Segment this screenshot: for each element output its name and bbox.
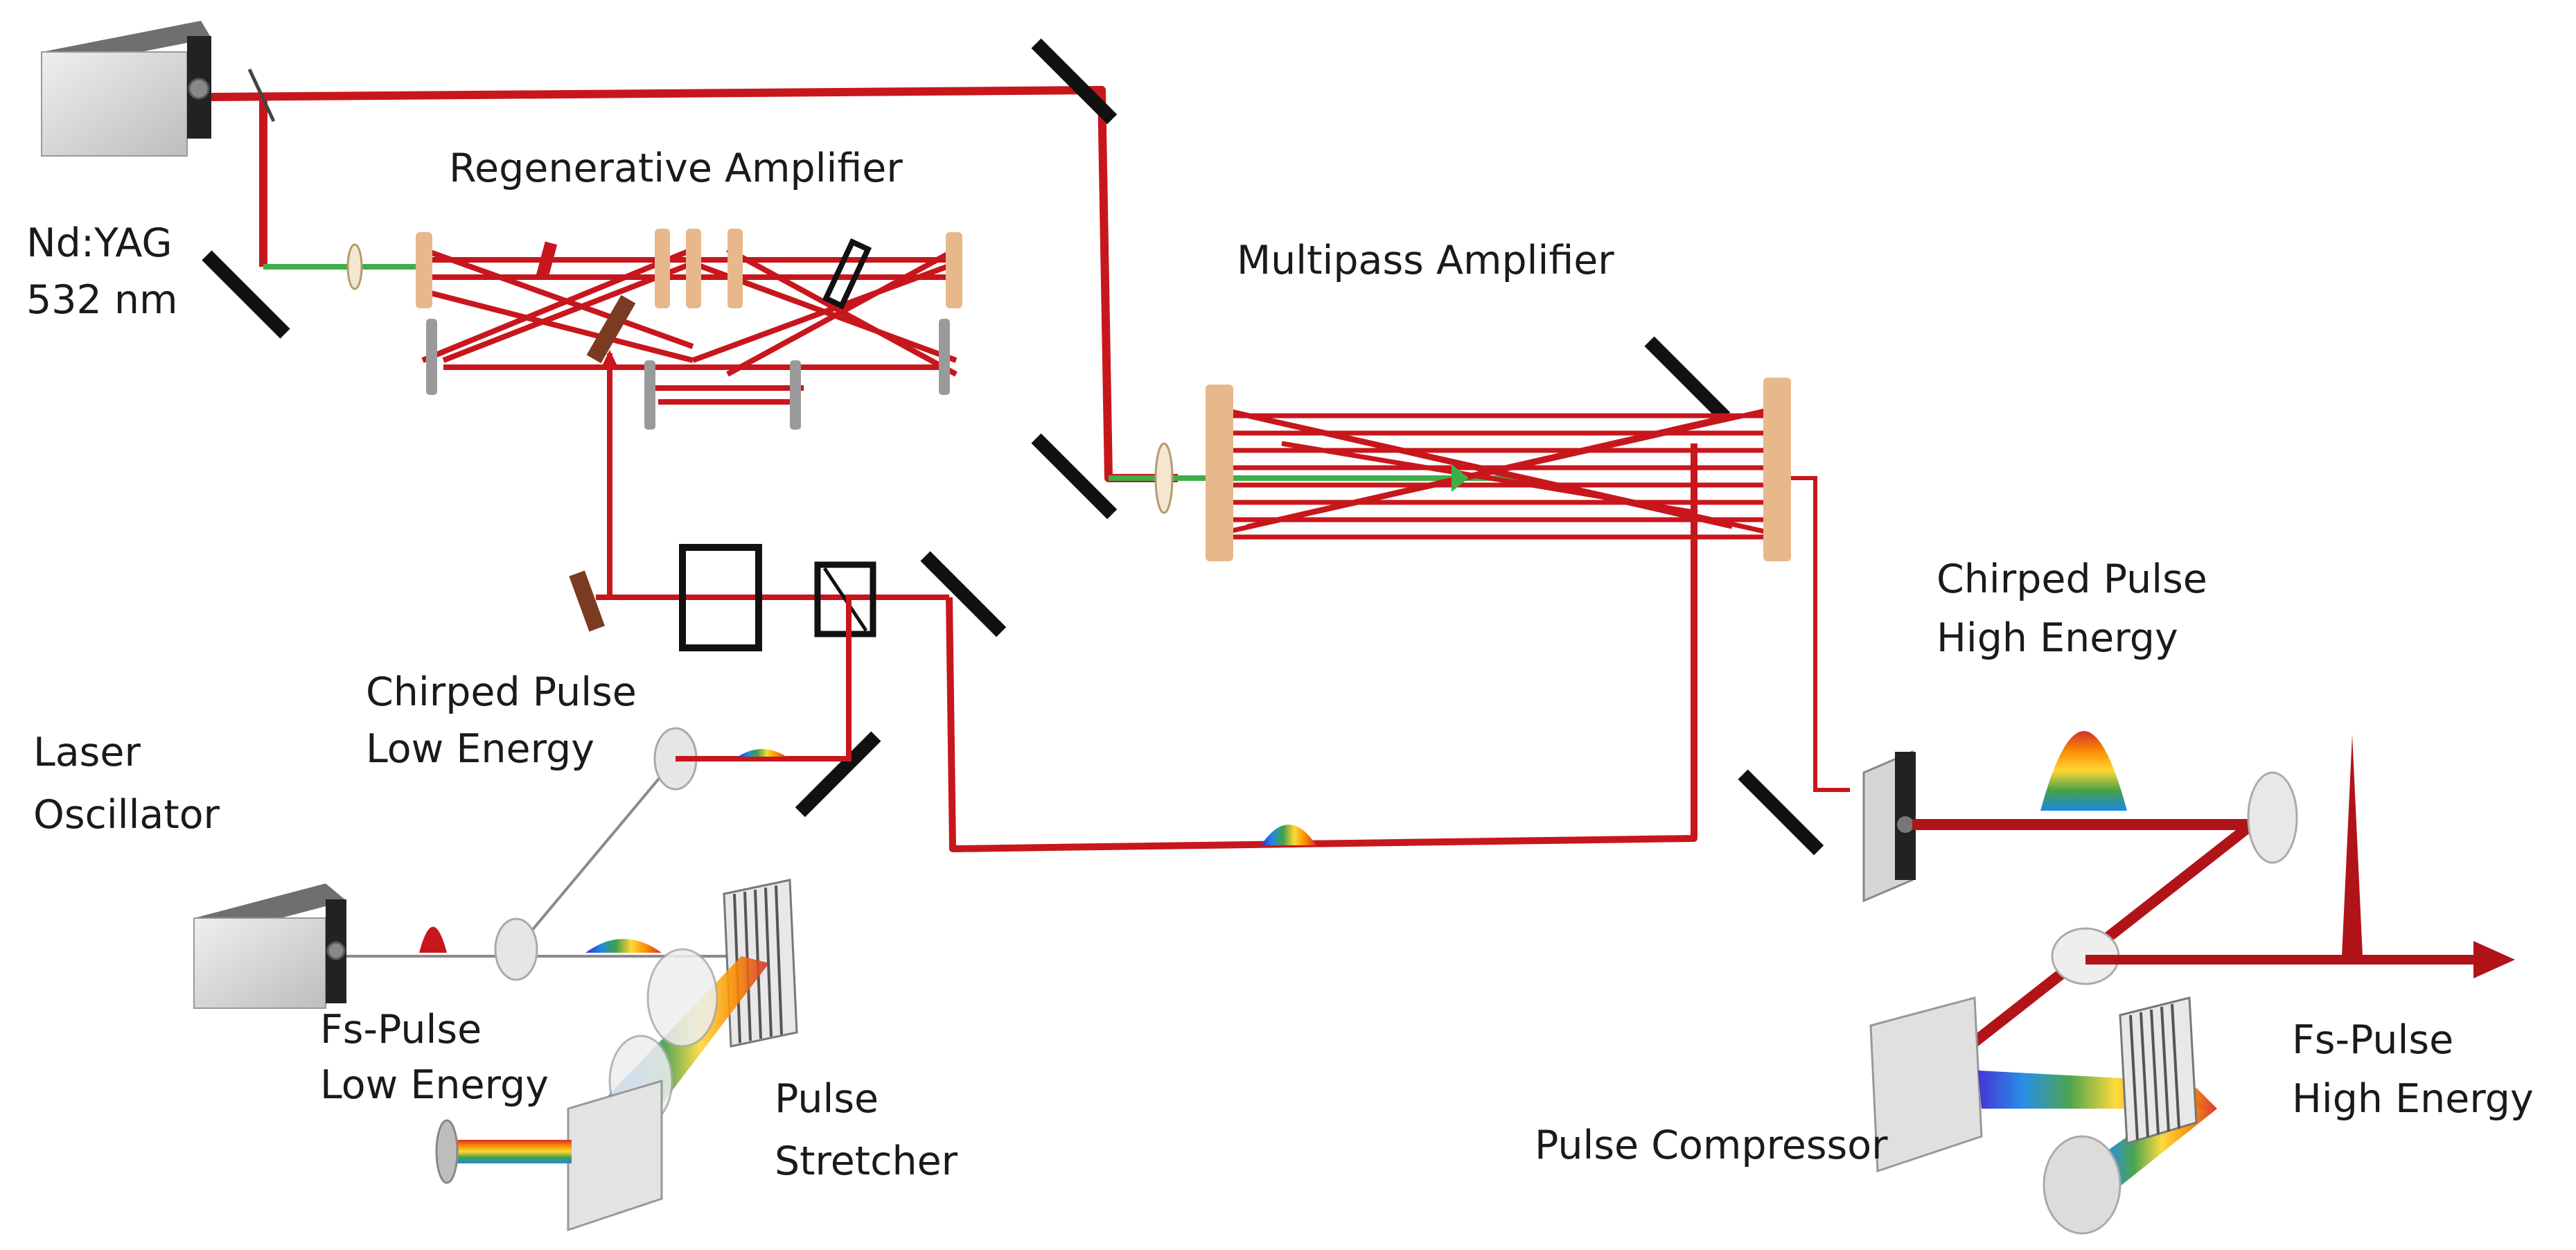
chirped-high-label-line1: Chirped Pulse [1937,556,2207,602]
nd-yag-laser-box [41,21,211,157]
fs-high-label-line2: High Energy [2292,1076,2534,1122]
regenerative-amplifier-label: Regenerative Amplifier [449,146,903,191]
compressor-label: Pulse Compressor [1535,1123,1888,1168]
chirped-low-label-line2: Low Energy [366,726,594,772]
pulse-compressor [1862,731,2515,1235]
laser-oscillator-label-line1: Laser [33,730,141,775]
regenerative-amplifier [346,229,962,632]
pulse-stretcher [346,727,798,1232]
multipass-amplifier-label: Multipass Amplifier [1237,238,1614,283]
chirped-high-label-line2: High Energy [1937,615,2178,661]
multipass-amplifier [1154,378,1791,561]
nd-yag-label-line1: Nd:YAG [26,220,173,266]
chirped-low-label-line1: Chirped Pulse [366,669,637,715]
multipass-output-path [1791,476,1850,792]
nd-yag-label-line2: 532 nm [26,277,178,323]
steering-mirrors [202,38,1824,856]
pockels-cell-polarizer [679,544,876,651]
chirped-low-path [676,597,852,762]
fs-low-label-line1: Fs-Pulse [320,1007,482,1053]
stretcher-label-line2: Stretcher [775,1138,958,1184]
seed-to-multipass-path [946,443,1697,852]
compressor-grating [2119,996,2198,1145]
fs-low-label-line2: Low Energy [320,1062,549,1108]
fs-high-label-line1: Fs-Pulse [2292,1017,2453,1063]
laser-oscillator-box [193,883,346,1009]
stretcher-label-line1: Pulse [775,1076,879,1122]
laser-oscillator-label-line2: Oscillator [33,792,220,838]
